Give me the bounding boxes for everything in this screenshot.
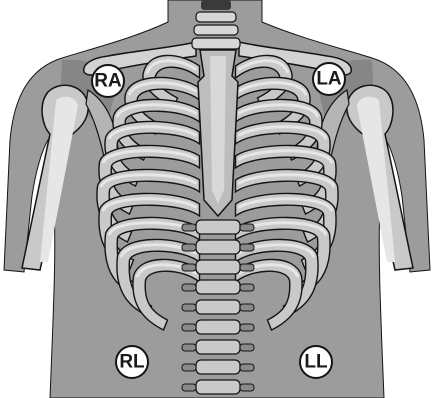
lumbar-process-right-5 xyxy=(182,304,196,311)
lumbar-process-left-7 xyxy=(240,344,254,351)
sternum-highlight xyxy=(210,56,226,204)
lumbar-process-left-3 xyxy=(240,264,254,271)
lumbar-process-right-1 xyxy=(182,224,196,231)
electrode-ll: LL xyxy=(300,346,332,378)
lumbar-process-right-7 xyxy=(182,344,196,351)
electrode-la: LA xyxy=(313,63,345,95)
lumbar-process-left-5 xyxy=(240,304,254,311)
lumbar-vertebra-5 xyxy=(196,300,240,314)
lumbar-process-right-8 xyxy=(182,364,196,371)
electrode-ra-label: RA xyxy=(94,71,122,92)
lumbar-process-left-2 xyxy=(240,244,254,251)
lumbar-vertebra-6 xyxy=(196,320,240,334)
lumbar-process-left-4 xyxy=(240,284,254,291)
lumbar-process-right-4 xyxy=(182,284,196,291)
lumbar-process-left-1 xyxy=(240,224,254,231)
lumbar-process-right-2 xyxy=(182,244,196,251)
lumbar-vertebra-7 xyxy=(196,340,240,354)
lumbar-vertebra-4 xyxy=(196,280,240,294)
lumbar-vertebra-3 xyxy=(196,260,240,274)
electrode-ra: RA xyxy=(92,65,124,97)
lumbar-process-left-6 xyxy=(240,324,254,331)
lumbar-process-right-3 xyxy=(182,264,196,271)
lumbar-process-left-8 xyxy=(240,364,254,371)
lumbar-process-right-6 xyxy=(182,324,196,331)
lumbar-vertebra-1 xyxy=(196,220,240,234)
lumbar-vertebra-2 xyxy=(196,240,240,254)
lumbar-process-right-9 xyxy=(182,384,196,391)
lumbar-vertebra-8 xyxy=(196,360,240,374)
lumbar-vertebra-9 xyxy=(196,380,240,394)
electrode-rl: RL xyxy=(116,346,148,378)
electrode-ll-label: LL xyxy=(304,352,328,373)
electrode-la-label: LA xyxy=(316,69,342,90)
electrode-rl-label: RL xyxy=(119,352,145,373)
lumbar-process-left-9 xyxy=(240,384,254,391)
lumbar-spine xyxy=(182,220,254,394)
